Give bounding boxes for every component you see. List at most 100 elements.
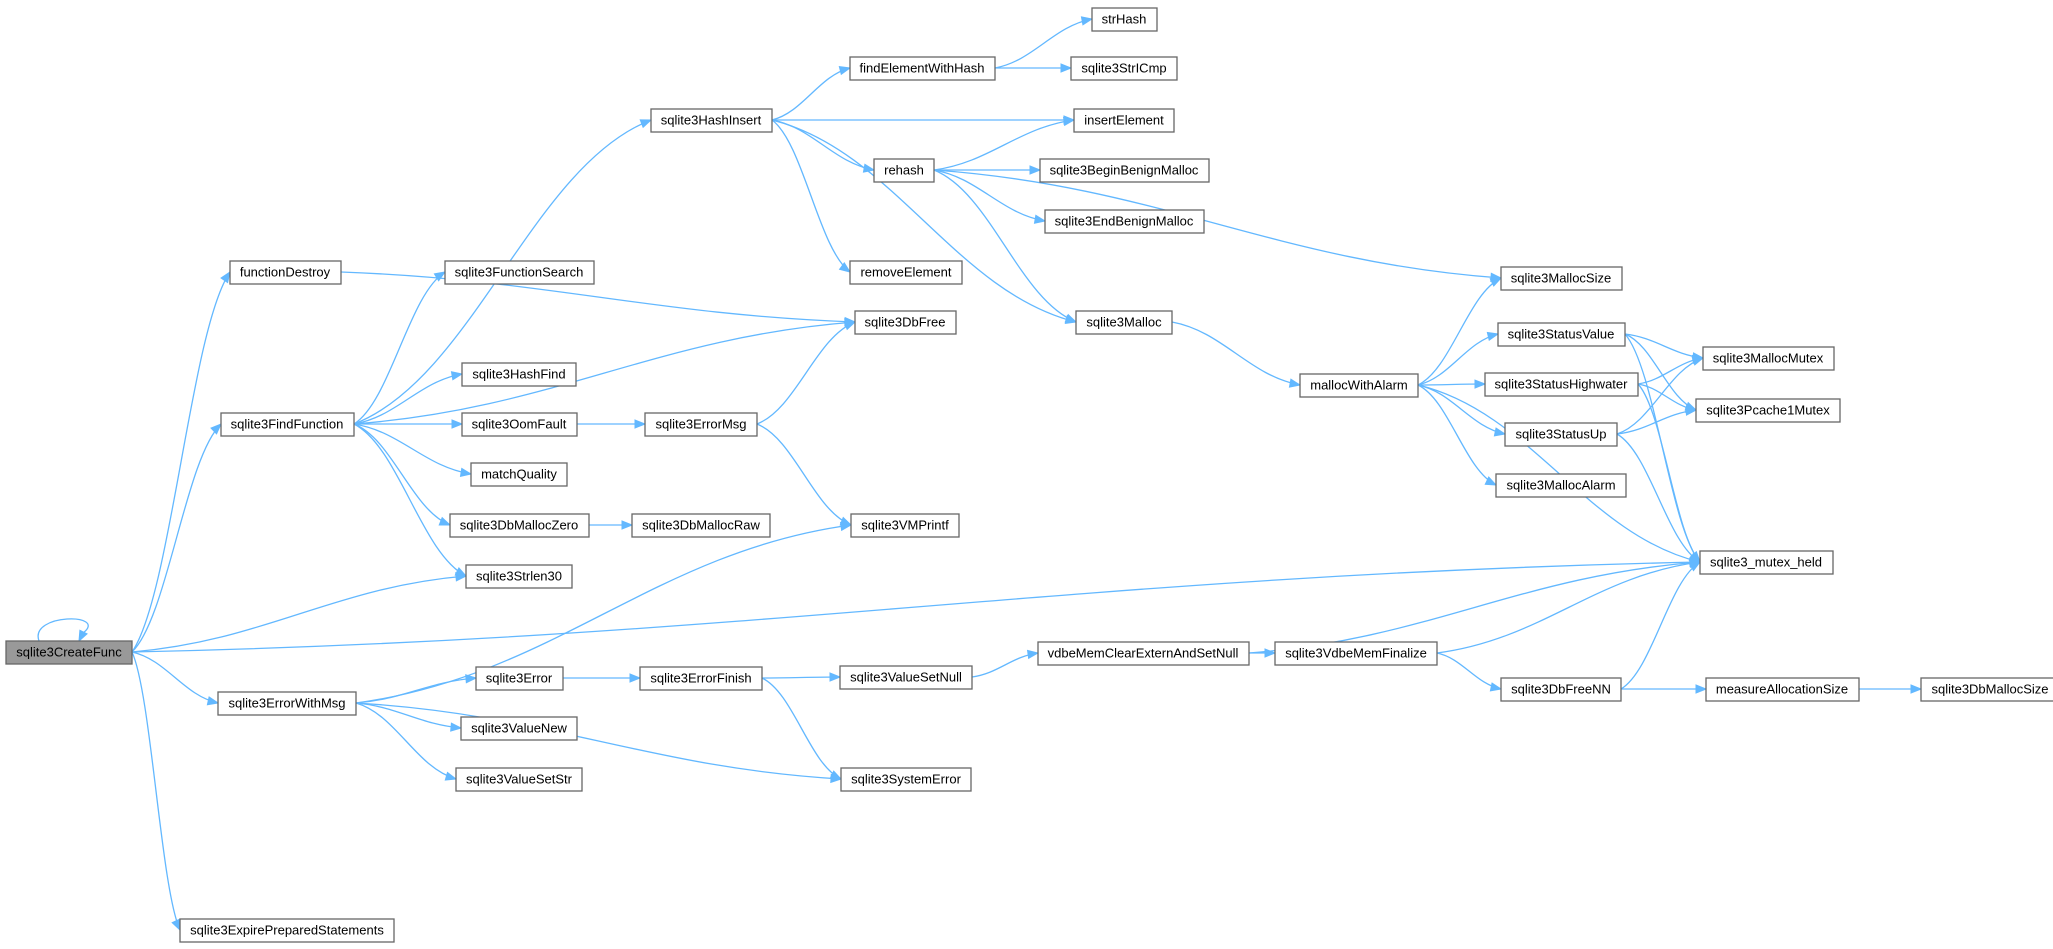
node-box xyxy=(639,666,763,691)
edge-arrowhead xyxy=(1685,406,1698,416)
node-sqlite3-db-malloc-zero[interactable]: sqlite3DbMallocZero xyxy=(449,513,590,538)
edge-arrowhead xyxy=(1080,16,1094,26)
node-find-element-with-hash[interactable]: findElementWithHash xyxy=(849,56,996,81)
edge-rehash-to-sqlite3-malloc-size xyxy=(933,169,1503,282)
edge-malloc-with-alarm-to-sqlite3-status-value xyxy=(1417,331,1500,386)
edge-sqlite3-find-function-to-sqlite3-strlen30 xyxy=(353,423,468,577)
node-sqlite3-value-new[interactable]: sqlite3ValueNew xyxy=(460,716,578,741)
node-sqlite3-error-finish[interactable]: sqlite3ErrorFinish xyxy=(639,666,763,691)
node-sqlite3-db-malloc-size[interactable]: sqlite3DbMallocSize xyxy=(1920,677,2053,702)
edge-arrowhead xyxy=(450,371,464,381)
node-box xyxy=(839,665,973,690)
edge-line xyxy=(353,423,451,526)
edge-sqlite3-oom-fault-to-sqlite3-error-msg xyxy=(577,419,647,429)
node-label: sqlite3Strlen30 xyxy=(476,569,562,584)
edge-sqlite3-error-with-msg-to-sqlite3-error xyxy=(355,674,478,704)
node-sqlite3-malloc-alarm[interactable]: sqlite3MallocAlarm xyxy=(1495,473,1627,498)
node-sqlite3-malloc[interactable]: sqlite3Malloc xyxy=(1075,310,1173,335)
node-label: sqlite3BeginBenignMalloc xyxy=(1050,163,1199,178)
edge-line xyxy=(355,677,477,704)
node-box xyxy=(470,462,568,487)
edge-sqlite3-status-up-to-sqlite3-malloc-mutex xyxy=(1616,356,1705,435)
edge-line xyxy=(353,271,446,425)
edge-line xyxy=(1616,357,1704,435)
edge-malloc-with-alarm-to-sqlite3-malloc-size xyxy=(1417,277,1503,386)
node-sqlite3-strlen30[interactable]: sqlite3Strlen30 xyxy=(465,564,573,589)
node-insert-element[interactable]: insertElement xyxy=(1073,108,1175,133)
node-box xyxy=(1702,346,1835,371)
edge-find-element-with-hash-to-str-hash xyxy=(994,16,1094,69)
node-box xyxy=(840,767,972,792)
node-box xyxy=(220,412,355,437)
edge-rehash-to-insert-element xyxy=(933,116,1076,171)
node-sqlite3-db-malloc-raw[interactable]: sqlite3DbMallocRaw xyxy=(631,513,771,538)
node-box xyxy=(631,513,771,538)
node-box xyxy=(1037,641,1250,666)
node-sqlite3-value-set-null[interactable]: sqlite3ValueSetNull xyxy=(839,665,973,690)
node-label: sqlite3VMPrintf xyxy=(861,518,949,533)
node-sqlite3-error-with-msg[interactable]: sqlite3ErrorWithMsg xyxy=(217,691,357,716)
node-malloc-with-alarm[interactable]: mallocWithAlarm xyxy=(1299,373,1419,398)
node-label: mallocWithAlarm xyxy=(1310,378,1408,393)
node-sqlite3-hash-find[interactable]: sqlite3HashFind xyxy=(461,362,577,387)
edge-line xyxy=(131,575,467,653)
node-measure-allocation-size[interactable]: measureAllocationSize xyxy=(1705,677,1860,702)
edge-arrowhead xyxy=(206,696,220,706)
node-str-hash[interactable]: strHash xyxy=(1091,7,1158,32)
node-sqlite3-value-set-str[interactable]: sqlite3ValueSetStr xyxy=(455,767,583,792)
node-sqlite3-system-error[interactable]: sqlite3SystemError xyxy=(840,767,972,792)
edge-find-element-with-hash-to-sqlite3-str-icmp xyxy=(995,63,1073,73)
node-function-destroy[interactable]: functionDestroy xyxy=(229,260,342,285)
node-sqlite3-status-up[interactable]: sqlite3StatusUp xyxy=(1504,422,1618,447)
node-sqlite3-status-value[interactable]: sqlite3StatusValue xyxy=(1497,322,1626,347)
node-label: sqlite3DbMallocSize xyxy=(1931,682,2048,697)
node-label: sqlite3MallocMutex xyxy=(1713,351,1824,366)
node-box xyxy=(475,666,564,691)
edge-arrowhead xyxy=(839,516,853,526)
edge-rehash-to-sqlite3-begin-benign-malloc xyxy=(934,165,1042,175)
node-match-quality[interactable]: matchQuality xyxy=(470,462,568,487)
node-sqlite3-malloc-mutex[interactable]: sqlite3MallocMutex xyxy=(1702,346,1835,371)
node-sqlite3-function-search[interactable]: sqlite3FunctionSearch xyxy=(444,260,595,285)
node-sqlite3-db-free-nn[interactable]: sqlite3DbFreeNN xyxy=(1500,677,1622,702)
node-sqlite3-db-free[interactable]: sqlite3DbFree xyxy=(854,310,957,335)
node-label: matchQuality xyxy=(481,467,557,482)
node-sqlite3-vdbe-mem-finalize[interactable]: sqlite3VdbeMemFinalize xyxy=(1274,641,1438,666)
edge-line xyxy=(131,271,231,653)
node-sqlite3-error[interactable]: sqlite3Error xyxy=(475,666,564,691)
edge-line xyxy=(994,18,1093,69)
edge-line xyxy=(756,423,852,526)
edge-line xyxy=(1616,409,1697,435)
edge-line xyxy=(1436,561,1701,654)
node-box xyxy=(850,513,960,538)
node-sqlite3-oom-fault[interactable]: sqlite3OomFault xyxy=(461,412,578,437)
node-label: sqlite3CreateFunc xyxy=(16,645,122,660)
node-sqlite3-pcache1-mutex[interactable]: sqlite3Pcache1Mutex xyxy=(1695,398,1841,423)
node-sqlite3-malloc-size[interactable]: sqlite3MallocSize xyxy=(1500,266,1623,291)
node-sqlite3-create-func[interactable]: sqlite3CreateFunc xyxy=(5,640,133,665)
node-sqlite3-begin-benign-malloc[interactable]: sqlite3BeginBenignMalloc xyxy=(1039,158,1210,183)
node-sqlite3-vmprintf[interactable]: sqlite3VMPrintf xyxy=(850,513,960,538)
node-sqlite3-find-function[interactable]: sqlite3FindFunction xyxy=(220,412,355,437)
node-label: sqlite3OomFault xyxy=(472,417,567,432)
node-box xyxy=(1039,158,1210,183)
edge-arrowhead xyxy=(450,722,463,732)
node-sqlite3-status-highwater[interactable]: sqlite3StatusHighwater xyxy=(1484,372,1639,397)
edge-arrowhead xyxy=(1910,684,1923,694)
edge-line xyxy=(1171,321,1301,386)
edge-line xyxy=(771,119,1077,323)
node-vdbe-mem-clear-extern-and-set-null[interactable]: vdbeMemClearExternAndSetNull xyxy=(1037,641,1250,666)
node-remove-element[interactable]: removeElement xyxy=(849,260,963,285)
edge-sqlite3-db-malloc-zero-to-sqlite3-db-malloc-raw xyxy=(589,520,634,530)
node-rehash[interactable]: rehash xyxy=(873,158,935,183)
node-sqlite3-expire-prepared-statements[interactable]: sqlite3ExpirePreparedStatements xyxy=(179,918,395,943)
node-sqlite3-mutex-held[interactable]: sqlite3_mutex_held xyxy=(1699,550,1834,575)
node-sqlite3-end-benign-malloc[interactable]: sqlite3EndBenignMalloc xyxy=(1044,209,1205,234)
node-sqlite3-hash-insert[interactable]: sqlite3HashInsert xyxy=(650,108,773,133)
edge-line xyxy=(1637,383,1701,563)
node-label: sqlite3FindFunction xyxy=(231,417,344,432)
node-sqlite3-error-msg[interactable]: sqlite3ErrorMsg xyxy=(644,412,758,437)
node-sqlite3-str-icmp[interactable]: sqlite3StrICmp xyxy=(1070,56,1178,81)
edge-line xyxy=(131,423,222,653)
